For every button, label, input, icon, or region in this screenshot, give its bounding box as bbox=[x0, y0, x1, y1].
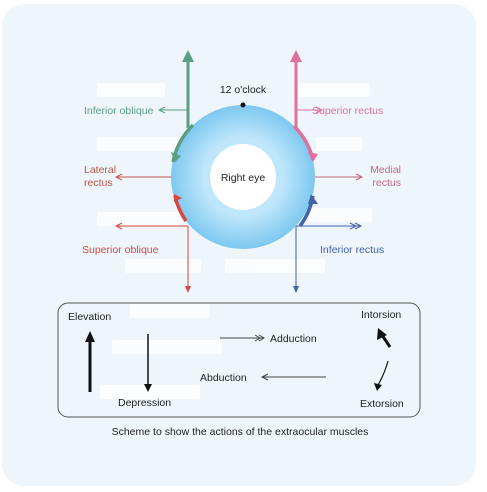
diagram-caption: Scheme to show the actions of the extrao… bbox=[112, 426, 369, 438]
intorsion-arrow-head bbox=[377, 328, 387, 340]
elevation-label: Elevation bbox=[68, 311, 111, 323]
abduction-label: Abduction bbox=[200, 372, 247, 384]
medial-rectus-label-line1: Medial bbox=[370, 164, 401, 176]
elevation-arrow-head bbox=[85, 331, 95, 342]
eye-inner-circle bbox=[210, 144, 276, 210]
lateral-rectus-label-line1: Lateral bbox=[84, 164, 116, 176]
lateral-rectus-abduction-arrow bbox=[114, 173, 171, 181]
legend-box bbox=[57, 302, 421, 418]
superior-oblique-abduction-arrow bbox=[114, 222, 188, 230]
superior-oblique-arc-head bbox=[174, 194, 182, 202]
inferior-oblique-arc-head bbox=[171, 152, 181, 162]
placeholder-bars bbox=[97, 83, 372, 399]
inferior-oblique-up-head bbox=[182, 50, 194, 62]
extorsion-label: Extorsion bbox=[360, 398, 404, 410]
right-eye-label: Right eye bbox=[221, 172, 266, 184]
inferior-oblique-arc bbox=[171, 123, 195, 163]
intorsion-arrow bbox=[380, 334, 392, 348]
twelve-oclock-label: 12 o'clock bbox=[220, 84, 267, 96]
lateral-rectus-label-line2: rectus bbox=[84, 177, 113, 189]
depression-arrow-head bbox=[144, 384, 152, 392]
superior-oblique-down-head bbox=[185, 286, 191, 293]
inferior-oblique-label: Inferior oblique bbox=[84, 105, 154, 117]
superior-rectus-up-head bbox=[290, 50, 302, 62]
adduction-label: Adduction bbox=[270, 333, 317, 345]
superior-rectus-adduction-arrow bbox=[296, 106, 324, 114]
inferior-rectus-label: Inferior rectus bbox=[320, 244, 384, 256]
inferior-rectus-down-head bbox=[293, 286, 299, 293]
superior-rectus-arc-head bbox=[308, 152, 318, 162]
superior-rectus-label: Superior rectus bbox=[312, 105, 383, 117]
medial-rectus-adduction-arrow bbox=[315, 173, 364, 181]
depression-label: Depression bbox=[118, 397, 171, 409]
intorsion-label: Intorsion bbox=[361, 309, 401, 321]
extorsion-arrow-head bbox=[374, 383, 382, 391]
inferior-oblique-abduction-arrow bbox=[157, 106, 188, 114]
medial-rectus-label-line2: rectus bbox=[372, 177, 401, 189]
adduction-arrow bbox=[220, 334, 265, 342]
inferior-rectus-adduction-arrow bbox=[296, 222, 363, 230]
extorsion-arrow bbox=[377, 360, 389, 386]
superior-oblique-label: Superior oblique bbox=[82, 244, 159, 256]
twelve-oclock-dot bbox=[240, 102, 246, 108]
inferior-rectus-arc-head bbox=[308, 194, 318, 204]
abduction-arrow bbox=[260, 373, 326, 381]
